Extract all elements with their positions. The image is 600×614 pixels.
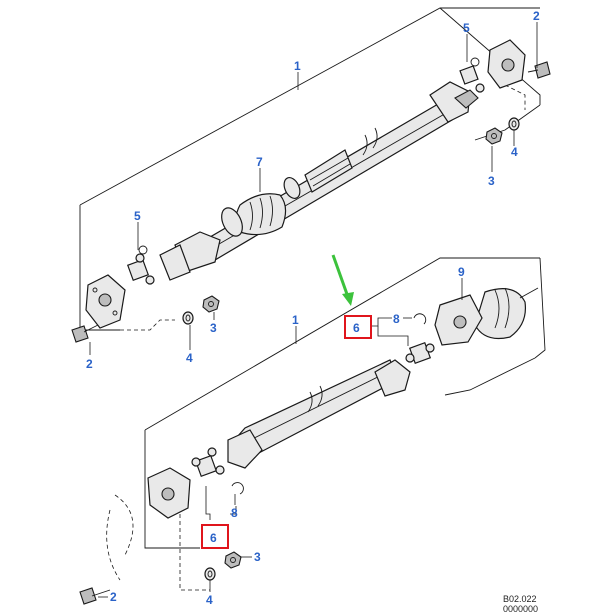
- bottom-leaders: [98, 278, 463, 598]
- callout-3-top-right: 3: [488, 174, 495, 188]
- bottom-bolt: [79, 587, 111, 605]
- callout-6-upper: 6: [353, 321, 360, 335]
- bottom-nut: [224, 551, 242, 569]
- top-left-ujoint: [126, 245, 155, 285]
- callout-7: 7: [256, 155, 263, 169]
- top-left-bolt: [71, 324, 99, 343]
- callout-5-left: 5: [134, 209, 141, 223]
- bottom-washer: [204, 567, 216, 581]
- callout-4-bottom: 4: [206, 593, 213, 607]
- top-driveshaft: [159, 81, 479, 281]
- callout-8-upper: 8: [393, 312, 400, 326]
- cv-boot: [221, 177, 301, 237]
- callout-5-top-right: 5: [463, 21, 470, 35]
- bottom-left-flange: [147, 467, 191, 519]
- callout-4-mid: 4: [186, 351, 193, 365]
- green-arrow-indicator: [331, 254, 354, 306]
- callout-3-bottom: 3: [254, 550, 261, 564]
- callout-2-mid-left: 2: [86, 357, 93, 371]
- callout-1-bottom: 1: [292, 313, 299, 327]
- reference-code-secondary: 0000000: [503, 604, 538, 614]
- reference-code: B02.022: [503, 594, 537, 604]
- bottom-lower-snap-ring: [231, 482, 244, 495]
- top-right-flange: [487, 39, 526, 89]
- bottom-upper-ujoint: [405, 341, 435, 365]
- centre-bearing: [434, 287, 539, 346]
- top-assembly-frame: [79, 7, 541, 331]
- highlight-box-upper: [344, 315, 372, 339]
- top-leaders: [89, 22, 538, 355]
- bottom-driveshaft: [227, 359, 411, 469]
- bottom-lower-ujoint: [191, 447, 225, 478]
- highlight-box-lower: [201, 524, 229, 549]
- callout-1-top: 1: [294, 59, 301, 73]
- callout-8-lower: 8: [231, 506, 238, 520]
- bottom-assembly-frame: [106, 257, 546, 591]
- callout-6-lower: 6: [210, 531, 217, 545]
- callout-4-top-right: 4: [511, 145, 518, 159]
- callout-9: 9: [458, 265, 465, 279]
- top-left-flange: [85, 274, 126, 329]
- top-right-washer: [508, 117, 520, 131]
- top-right-ujoint: [459, 57, 485, 93]
- top-mid-washer: [182, 311, 194, 325]
- callout-3-mid: 3: [210, 321, 217, 335]
- top-mid-nut: [202, 295, 220, 313]
- callout-2-top-right: 2: [533, 9, 540, 23]
- bottom-upper-snap-ring: [413, 313, 427, 325]
- top-right-bolt: [527, 61, 551, 79]
- top-right-nut: [485, 127, 503, 145]
- callout-2-bottom: 2: [110, 590, 117, 604]
